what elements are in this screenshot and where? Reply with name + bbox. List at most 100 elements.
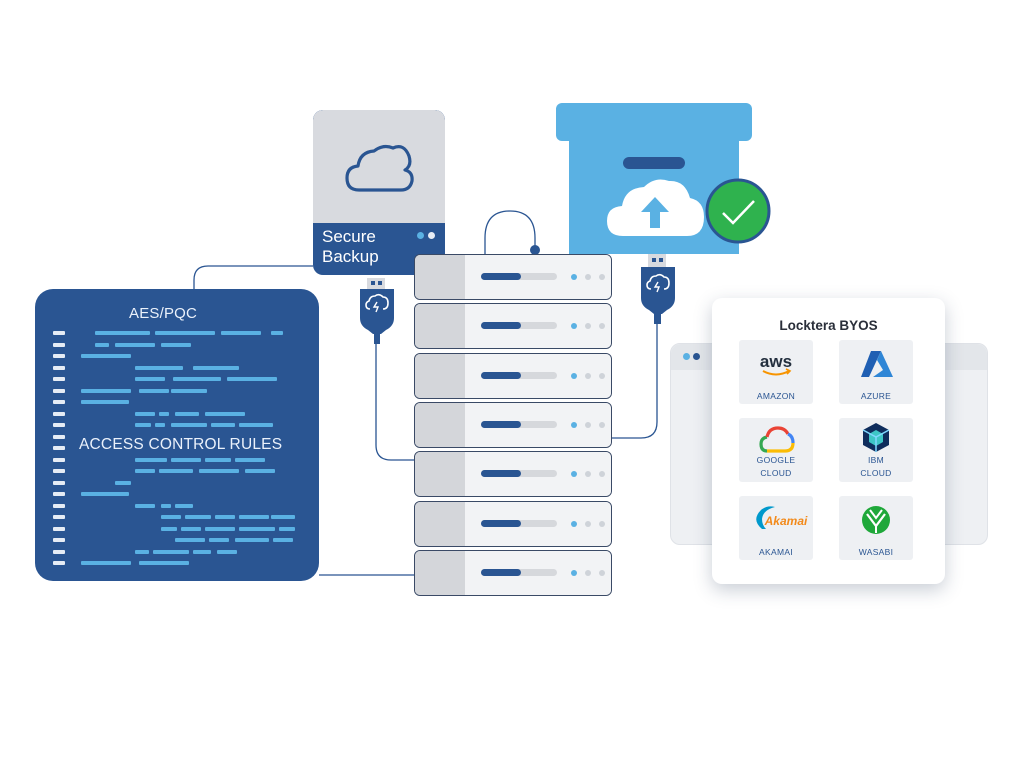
aws-logo: aws <box>760 352 792 376</box>
provider-tile-wasabi: WASABI <box>839 496 913 560</box>
line-number-marker <box>53 457 65 462</box>
rack-led-gray <box>599 274 605 280</box>
status-led-blue <box>417 232 424 239</box>
code-line-segment <box>135 457 167 462</box>
akamai-logo: Akamai <box>756 506 808 529</box>
line-number-marker <box>53 503 65 508</box>
byos-title: Locktera BYOS <box>779 318 878 333</box>
storage-box-handle <box>623 157 685 169</box>
code-line-segment <box>139 388 169 393</box>
provider-tile-google-cloud: GOOGLE CLOUD <box>739 418 813 482</box>
rack-activity-bar <box>481 568 521 576</box>
rack-led-gray <box>599 372 605 379</box>
line-number-marker <box>53 515 65 519</box>
rack-unit-panel <box>465 452 611 497</box>
aes-pqc-label: AES/PQC <box>129 305 198 322</box>
code-line-segment <box>155 423 165 427</box>
code-line-segment <box>135 365 183 370</box>
rack-led-blue <box>571 323 577 330</box>
access-control-rules-label: ACCESS CONTROL RULES <box>79 436 283 453</box>
code-line-segment <box>135 469 155 473</box>
line-number-marker <box>53 388 65 393</box>
lightning-cloud-icon <box>646 273 670 293</box>
provider-tile-amazon: aws AMAZON <box>739 340 813 404</box>
line-number-marker <box>53 434 65 439</box>
line-number-marker <box>53 561 65 565</box>
rack-server-unit <box>414 500 612 547</box>
code-line-segment <box>135 549 149 554</box>
rack-server-unit <box>414 352 612 399</box>
rack-unit-panel <box>465 255 611 299</box>
rack-server-unit <box>414 451 612 498</box>
code-line-segment <box>173 377 221 381</box>
rack-led-gray <box>599 520 605 527</box>
rack-unit-panel <box>465 550 611 595</box>
rack-server-unit <box>414 549 612 596</box>
rack-led-gray <box>585 569 591 576</box>
code-line-segment <box>185 515 211 519</box>
line-number-marker <box>53 411 65 416</box>
rack-activity-bar <box>481 519 521 527</box>
code-line-segment <box>245 469 275 473</box>
backup-device-face <box>313 110 445 223</box>
window-dot-dark <box>693 353 700 360</box>
line-number-marker <box>53 331 65 335</box>
wasabi-logo <box>862 506 890 534</box>
rack-activity-bar <box>481 470 521 478</box>
rack-led-blue <box>571 421 577 428</box>
google-cloud-logo <box>759 426 795 453</box>
code-line-segment <box>215 515 235 519</box>
code-line-segment <box>135 411 155 416</box>
line-number-marker <box>53 538 65 542</box>
rack-led-gray <box>599 421 605 428</box>
rack-led-gray <box>585 274 591 280</box>
rack-unit-panel <box>465 501 611 546</box>
provider-label-amazon: AMAZON <box>756 391 796 401</box>
storage-usb-plug <box>641 254 675 324</box>
rack-led-blue <box>571 471 577 478</box>
rack-unit-bay <box>415 402 466 447</box>
code-line-segment <box>135 377 165 381</box>
rack-led-blue <box>571 372 577 379</box>
rack-unit-panel <box>465 353 611 398</box>
rack-unit-bay <box>415 501 466 546</box>
rack-led-blue <box>571 569 577 576</box>
code-line-segment <box>171 388 207 393</box>
line-number-marker <box>53 446 65 450</box>
code-line-segment <box>221 331 261 335</box>
code-line-segment <box>205 526 235 531</box>
code-line-segment <box>239 526 275 531</box>
code-line-segment <box>161 526 177 531</box>
line-number-marker <box>53 342 65 347</box>
secure-backup-device: Secure Backup <box>313 110 445 275</box>
svg-text:Akamai: Akamai <box>764 514 808 528</box>
lightning-cloud-icon <box>365 293 389 313</box>
code-line-segment <box>235 457 265 462</box>
line-number-marker <box>53 492 65 496</box>
rack-led-gray <box>599 471 605 478</box>
rack-server-unit <box>414 401 612 448</box>
rack-led-gray <box>599 323 605 330</box>
provider-label-ibm-cloud: IBM CLOUD <box>860 455 892 478</box>
backup-label-line1: Secure <box>322 227 376 246</box>
code-line-segment <box>135 503 155 508</box>
code-line-segment <box>205 457 231 462</box>
rack-led-gray <box>585 520 591 527</box>
code-line-segment <box>161 515 181 519</box>
secure-backup-label: Secure Backup <box>322 227 379 267</box>
code-line-segment <box>175 411 199 416</box>
line-number-marker <box>53 354 65 358</box>
code-line-segment <box>193 549 211 554</box>
backup-usb-plug <box>360 278 394 344</box>
rack-led-gray <box>599 569 605 576</box>
code-line-segment <box>155 331 215 335</box>
cloud-icon <box>345 144 414 192</box>
provider-tile-azure: AZURE <box>839 340 913 404</box>
line-number-marker <box>53 469 65 473</box>
rack-unit-bay <box>415 255 466 299</box>
code-line-segment <box>199 469 239 473</box>
code-line-segment <box>171 423 207 427</box>
rack-led-gray <box>585 421 591 428</box>
code-line-segment <box>279 526 295 531</box>
